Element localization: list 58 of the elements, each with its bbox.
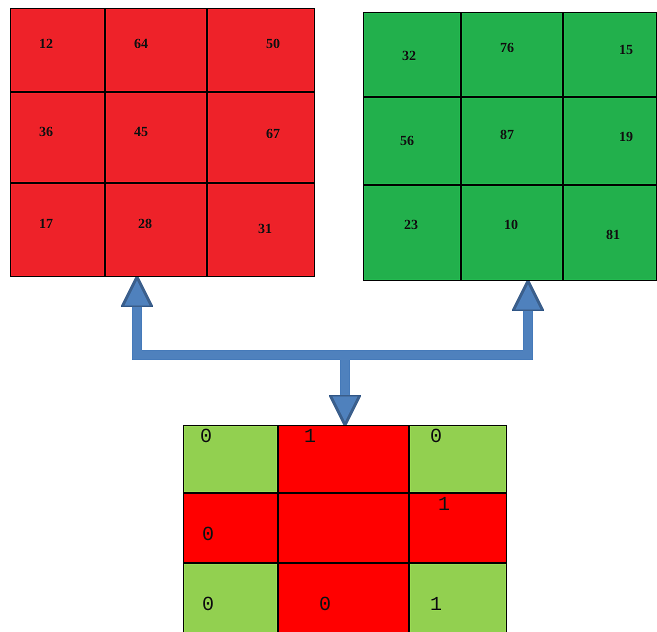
grid-cell [461,185,563,281]
cell-value: 36 [39,125,53,141]
cell-value: 67 [266,127,280,143]
cell-value: 64 [134,37,148,53]
grid-cell [105,92,207,183]
cell-value: 10 [504,218,518,234]
cell-value: 1 [304,426,316,449]
grid-cell [363,185,461,281]
grid-table [10,8,315,277]
cell-value: 0 [200,426,212,449]
cell-value: 31 [258,222,272,238]
cell-value: 0 [319,594,332,617]
grid-cell [363,12,461,97]
cell-value: 12 [39,37,53,53]
grid-cell [409,493,507,563]
grid-table [363,12,657,281]
grid-cell [563,12,657,97]
grid-cell [461,97,563,185]
cell-value: 50 [266,37,280,53]
grid-cell [183,425,278,493]
grid-cell [207,183,315,277]
cell-value: 0 [430,426,442,449]
grid-cell [278,425,409,493]
cell-value: 0 [202,524,214,547]
grid-cell [409,563,507,632]
cell-value: 81 [606,228,620,244]
grid-cell [183,563,278,632]
grid-cell [105,8,207,92]
cell-value: 15 [619,43,633,59]
grid-cell [10,183,105,277]
double-arrow [120,276,544,360]
cell-value: 1 [430,594,442,617]
cell-value: 19 [619,130,633,146]
grid-cell [183,493,278,563]
cell-value: 45 [134,125,148,141]
grid-cell [207,8,315,92]
grid-cell [563,185,657,281]
cell-value: 32 [402,49,416,65]
cell-value: 1 [438,494,450,517]
grid-cell [105,183,207,277]
arrow [328,360,362,426]
cell-value: 76 [500,41,514,57]
grid-cell [278,563,409,632]
cell-value: 23 [404,218,418,234]
grid-cell [278,493,409,563]
grid-table [183,425,507,632]
grid-cell [461,12,563,97]
cell-value: 87 [500,128,514,144]
cell-value: 0 [202,594,214,617]
grid-cell [409,425,507,493]
grid-cell [10,92,105,183]
cell-value: 56 [400,134,414,150]
grid-cell [207,92,315,183]
cell-value: 28 [138,217,152,233]
grid-cell [10,8,105,92]
grid-cell [563,97,657,185]
grid-cell [363,97,461,185]
cell-value: 17 [39,217,53,233]
